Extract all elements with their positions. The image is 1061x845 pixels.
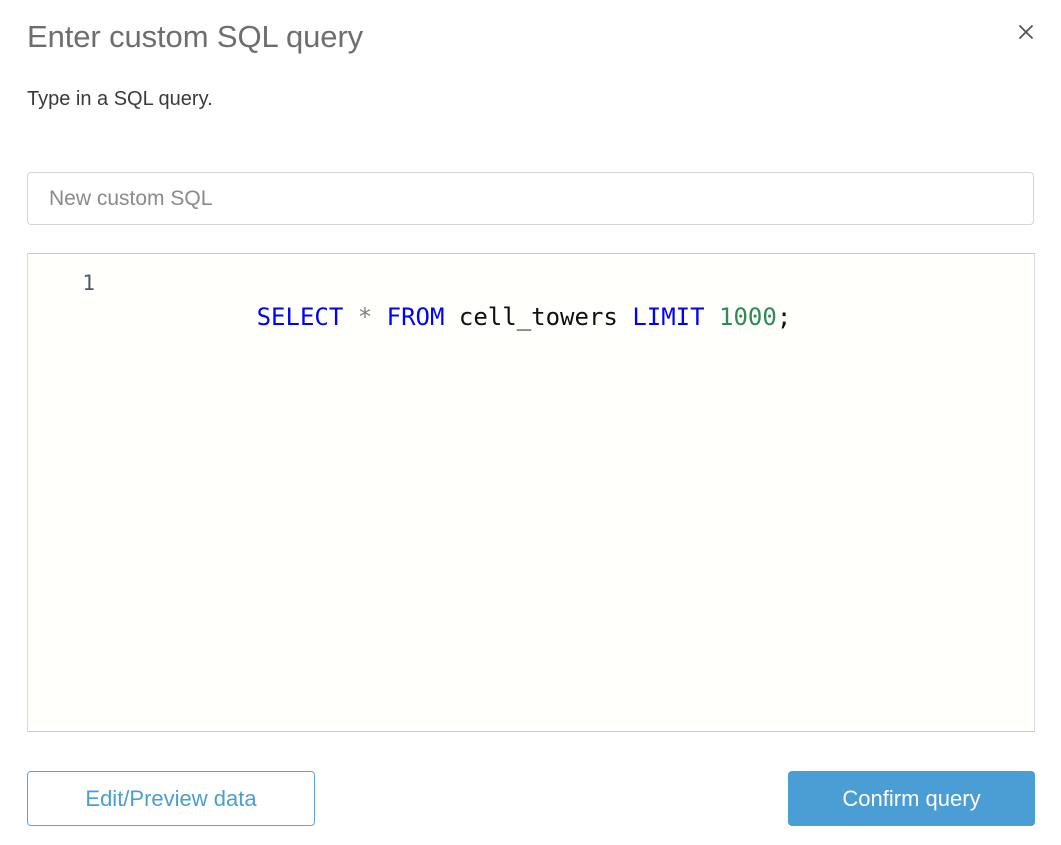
sql-token-semicolon: ; (776, 303, 792, 331)
edit-preview-data-button[interactable]: Edit/Preview data (27, 771, 315, 826)
line-number: 1 (82, 271, 95, 295)
sql-token-number: 1000 (719, 303, 777, 331)
sql-token-table: cell_towers (458, 303, 618, 331)
page-title: Enter custom SQL query (27, 19, 364, 54)
code-line-row: 1 SELECT * FROM cell_towers LIMIT 1000; (28, 266, 1034, 331)
dialog-subtitle: Type in a SQL query. (27, 88, 213, 110)
confirm-query-button[interactable]: Confirm query (788, 771, 1035, 826)
sql-token-limit: LIMIT (632, 303, 705, 331)
close-icon[interactable] (1009, 15, 1043, 49)
query-name-input[interactable] (27, 172, 1034, 225)
sql-token-from: FROM (386, 303, 445, 331)
sql-token-select: SELECT (256, 303, 344, 331)
sql-code-editor[interactable]: 1 SELECT * FROM cell_towers LIMIT 1000; (27, 253, 1035, 732)
sql-code-text[interactable]: SELECT * FROM cell_towers LIMIT 1000; (95, 266, 1034, 368)
sql-token-star: * (357, 303, 373, 331)
